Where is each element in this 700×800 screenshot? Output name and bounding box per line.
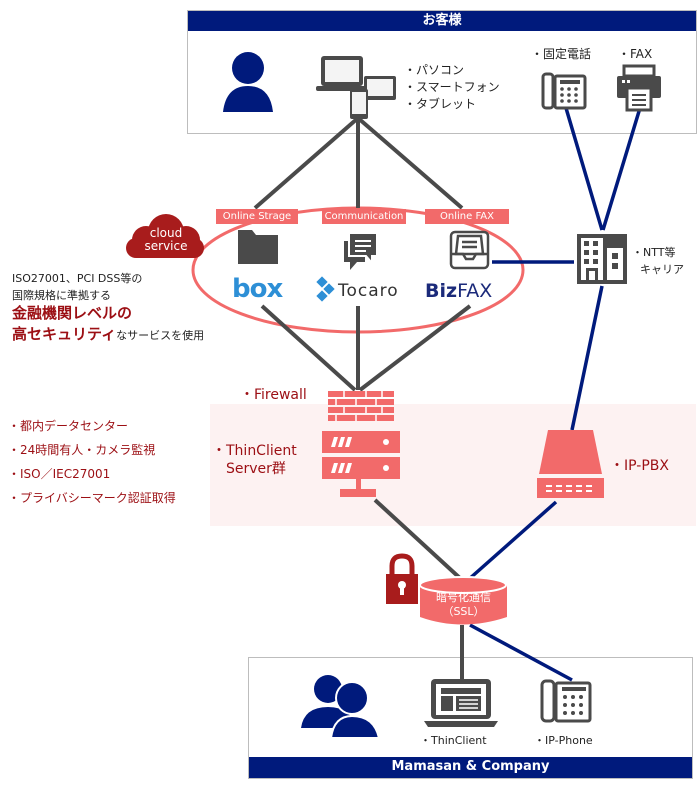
tocaro-logo: Tocaro <box>338 281 399 301</box>
carrier-building-icon <box>577 234 627 284</box>
ssl-label: 暗号化通信 （SSL） <box>420 591 507 619</box>
link-carrier-pbx <box>570 285 604 431</box>
ip-phone-icon <box>540 679 592 723</box>
datacenter-area <box>210 404 696 526</box>
customer-person-icon <box>223 52 273 112</box>
device-label-tablet: ・タブレット <box>404 97 477 111</box>
bizfax-logo-bold: Biz <box>425 280 458 302</box>
carrier-label-line1: ・NTT等 <box>632 246 676 259</box>
bizfax-logo: BizFAX <box>425 280 492 302</box>
ssl-cylinder-icon <box>419 576 507 625</box>
tocaro-logo-icon <box>316 276 335 302</box>
ipphone-label: ・IP-Phone <box>534 734 593 747</box>
devices-icon <box>316 56 396 119</box>
landline-phone-icon <box>541 72 587 110</box>
cloud-badge-line2: service <box>144 239 188 253</box>
cloud-badge-line1: cloud <box>149 226 183 240</box>
fax-label: ・FAX <box>618 47 653 61</box>
cloud-highlight-line2: 高セキュリティ <box>12 325 117 343</box>
dc-feature-4: ・プライバシーマーク認証取得 <box>8 491 176 505</box>
link-server-ssl <box>373 498 464 582</box>
cloud-note-line1: ISO27001、PCI DSS等の <box>12 272 143 285</box>
ip-pbx-icon <box>537 430 604 498</box>
dc-feature-1: ・都内データセンター <box>8 419 129 433</box>
thinclient-laptop-icon <box>424 679 498 727</box>
company-header: Mamasan & Company <box>249 757 692 778</box>
customer-header: お客様 <box>188 11 696 31</box>
link-devices-storage <box>253 116 360 210</box>
cloud-note-line2: 国際規格に準拠する <box>12 289 111 302</box>
cloud-highlight-line1: 金融機関レベルの <box>12 304 133 322</box>
link-ssl-ipphone <box>469 623 573 682</box>
firewall-icon <box>328 391 394 421</box>
firewall-label: ・Firewall <box>240 387 307 403</box>
link-phone-carrier <box>564 107 604 231</box>
fax-machine-icon <box>617 64 661 112</box>
bizfax-logo-light: FAX <box>457 280 493 302</box>
cloud-service-icon <box>126 214 204 258</box>
cloud-service-badge: cloud service <box>128 227 204 253</box>
tag-online-fax: Online FAX <box>425 209 509 224</box>
ip-pbx-label: ・IP-PBX <box>610 458 669 474</box>
landline-label: ・固定電話 <box>531 47 592 61</box>
server-label-line1: ・ThinClient <box>212 443 297 459</box>
dc-feature-3: ・ISO／IEC27001 <box>8 467 111 481</box>
carrier-label-line2: キャリア <box>640 263 684 276</box>
lock-icon <box>386 553 418 604</box>
server-rack-icon <box>322 431 400 497</box>
link-devices-fax <box>356 116 464 210</box>
tag-online-storage: Online Strage <box>216 209 298 224</box>
folder-icon <box>238 230 278 264</box>
thinclient-label: ・ThinClient <box>420 734 487 747</box>
link-bizfax-firewall <box>358 304 472 392</box>
inbox-tray-icon <box>449 230 490 270</box>
link-box-firewall <box>260 304 357 392</box>
link-fax-carrier <box>601 107 642 231</box>
ssl-label-line2: （SSL） <box>442 605 485 618</box>
box-logo: box <box>232 274 283 304</box>
company-people-icon <box>301 675 381 739</box>
link-pbx-ssl <box>466 500 558 582</box>
cloud-highlight-line2-wrap: 高セキュリティなサービスを使用 <box>12 324 204 346</box>
device-label-smartphone: ・スマートフォン <box>404 80 500 94</box>
tag-communication: Communication <box>322 209 406 224</box>
cloud-note-suffix: なサービスを使用 <box>116 329 205 342</box>
chat-icon <box>344 232 378 270</box>
device-label-pc: ・パソコン <box>404 63 465 77</box>
dc-feature-2: ・24時間有人・カメラ監視 <box>8 443 156 457</box>
ssl-label-line1: 暗号化通信 <box>436 591 491 604</box>
server-label-line2: Server群 <box>226 461 286 477</box>
